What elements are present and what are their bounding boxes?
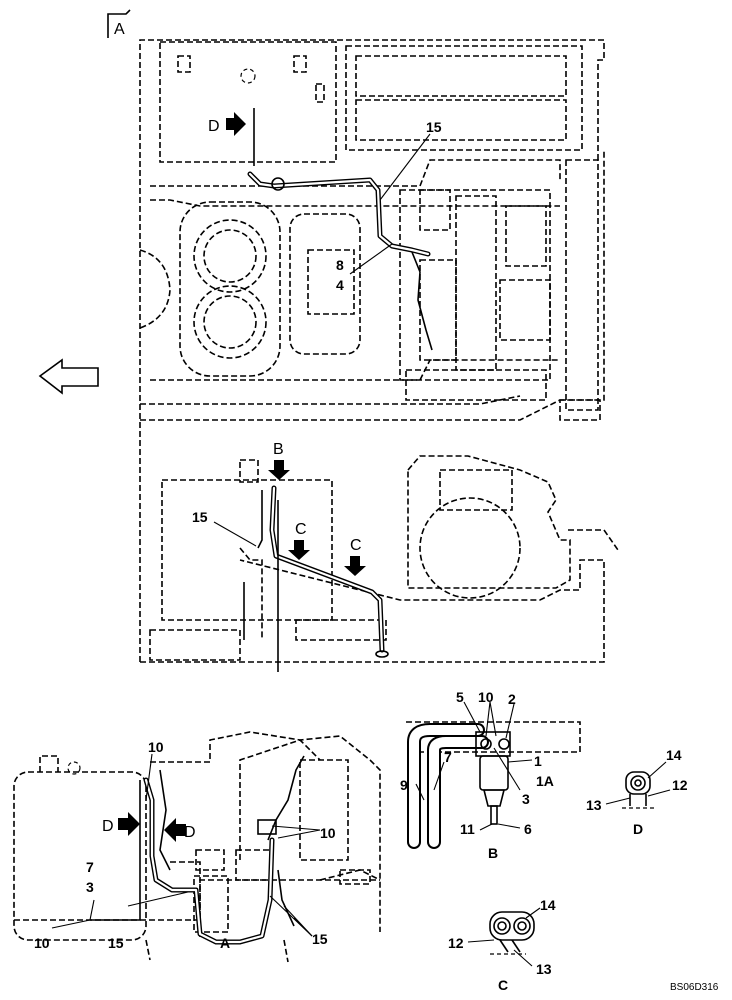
view-c1-arrow-icon [288, 540, 310, 560]
detail-d-caption: D [633, 821, 643, 837]
side-view-arrow-b: B [273, 441, 284, 458]
detail-c-label-12: 12 [448, 935, 464, 951]
detail-d-label-12: 12 [672, 777, 688, 793]
section-a-view: D D 10 7 3 10 15 10 15 A [13, 731, 381, 963]
detail-c-view: 14 12 13 C [448, 897, 556, 993]
top-view-label-4: 4 [336, 277, 344, 293]
section-a-label-15-right: 15 [312, 931, 328, 947]
detail-c-caption: C [498, 977, 508, 993]
detail-d-view: 14 12 13 D [586, 747, 688, 837]
view-b-arrow-icon [268, 460, 290, 480]
detail-d-label-14: 14 [666, 747, 682, 763]
top-view-label-8: 8 [336, 257, 344, 273]
top-view-label-15: 15 [426, 119, 442, 135]
section-a-label-10-bottom: 10 [34, 935, 50, 951]
section-a-label-15-bottom-left: 15 [108, 935, 124, 951]
detail-b-view: 5 10 2 1 1A 3 9 7 11 6 B [400, 689, 581, 861]
drawing-id: BS06D316 [670, 982, 719, 993]
detail-b-label-11: 11 [460, 821, 475, 837]
section-a-caption: A [220, 935, 230, 951]
detail-d-label-13: 13 [586, 797, 602, 813]
detail-b-label-1a: 1A [536, 773, 554, 789]
view-c2-arrow-icon [344, 556, 366, 576]
detail-b-label-7: 7 [444, 749, 452, 765]
detail-c-label-14: 14 [540, 897, 556, 913]
detail-b-label-10: 10 [478, 689, 494, 705]
detail-c-label-13: 13 [536, 961, 552, 977]
section-a-label-10-right: 10 [320, 825, 336, 841]
detail-b-label-5: 5 [456, 689, 464, 705]
side-view-label-15: 15 [192, 509, 208, 525]
section-a-label-d-right: D [184, 824, 196, 841]
view-d-arrow-left-icon [118, 812, 140, 836]
section-a-label-7: 7 [86, 859, 94, 875]
detail-b-label-1: 1 [534, 753, 542, 769]
detail-b-caption: B [488, 845, 498, 861]
section-a-label-3: 3 [86, 879, 94, 895]
section-mark-a: A [107, 9, 131, 38]
section-mark-a-label: A [114, 21, 125, 38]
detail-b-label-9: 9 [400, 777, 408, 793]
direction-arrow-icon [38, 358, 99, 395]
top-view-arrow-d: D [208, 118, 220, 135]
detail-b-label-2: 2 [508, 691, 516, 707]
top-view: D 15 8 4 [139, 39, 605, 662]
side-view-arrow-c2: C [350, 537, 362, 554]
detail-b-label-6: 6 [524, 821, 532, 837]
side-view-arrow-c1: C [295, 521, 307, 538]
side-view: B C C 15 [140, 441, 619, 672]
section-a-label-d-left: D [102, 818, 114, 835]
section-a-label-10-top: 10 [148, 739, 164, 755]
view-d-arrow-right-icon [164, 818, 186, 842]
view-d-arrow-icon [226, 112, 246, 136]
detail-b-label-3: 3 [522, 791, 530, 807]
